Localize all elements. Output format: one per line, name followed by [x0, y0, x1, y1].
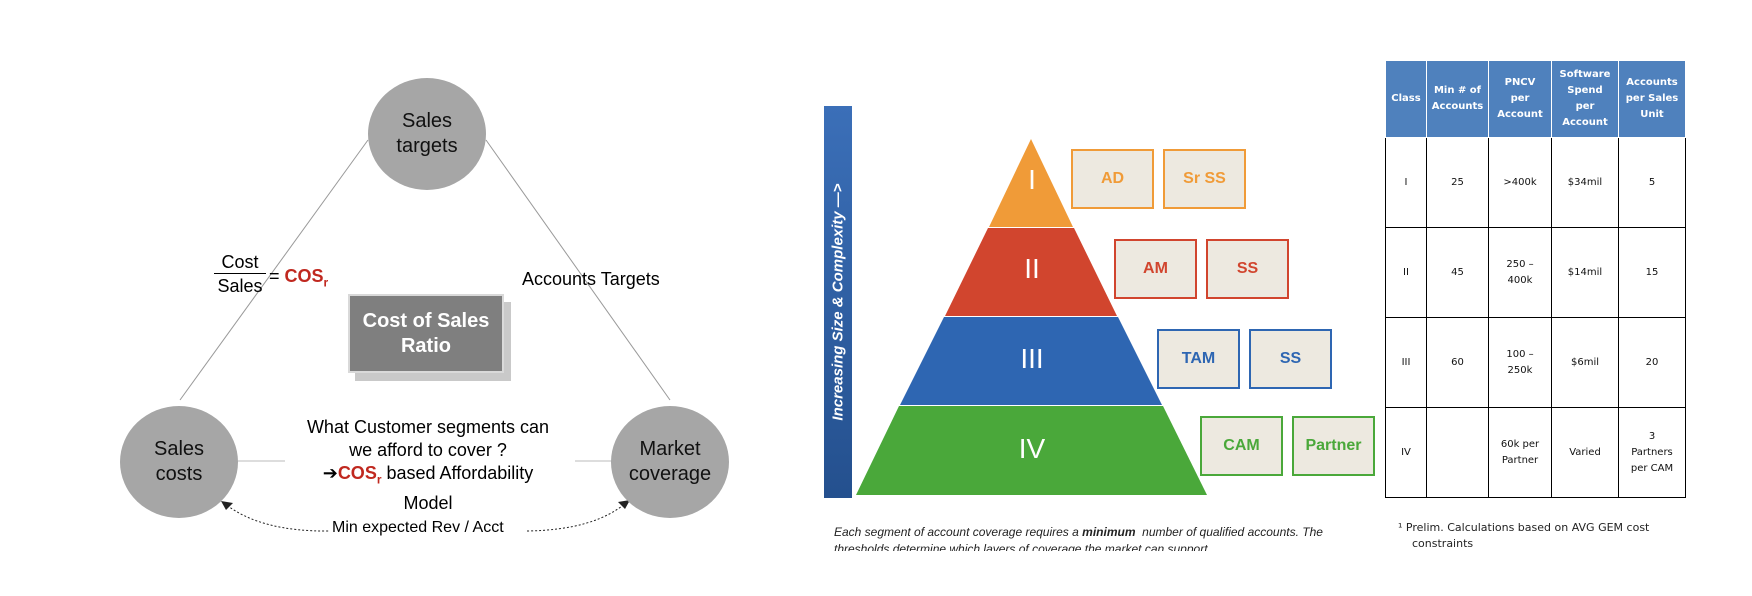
role-box-ss-ii: SS — [1206, 239, 1289, 299]
question-line-2: we afford to cover ? — [349, 440, 507, 460]
pyramid-layer-4 — [856, 406, 1207, 495]
fraction-numerator: Cost — [221, 252, 259, 272]
fraction-bar — [214, 273, 266, 274]
question-cos: COS — [337, 463, 377, 483]
cell-class: I — [1385, 137, 1427, 228]
cell-software-spend: $14mil — [1551, 227, 1619, 318]
table-row: III 60 100 – 250k $6mil 20 — [1385, 317, 1686, 408]
connector-top-left — [179, 139, 369, 401]
cell-min-accounts: 45 — [1426, 227, 1489, 318]
fraction-denominator: Sales — [217, 276, 263, 296]
role-box-partner: Partner — [1292, 416, 1375, 476]
table-row: II 45 250 – 400k $14mil 15 — [1385, 227, 1686, 318]
cell-pncv: >400k — [1488, 137, 1552, 228]
cell-min-accounts: 25 — [1426, 137, 1489, 228]
class-table: Class Min # of Accounts PNCV per Account… — [1385, 60, 1686, 498]
table-footnote: ¹ Prelim. Calculations based on AVG GEM … — [1398, 520, 1649, 552]
cell-pncv: 250 – 400k — [1488, 227, 1552, 318]
header-software-spend: Software Spend per Account — [1551, 60, 1619, 138]
cost-sales-fraction: Cost Sales — [214, 251, 266, 298]
cell-pncv: 100 – 250k — [1488, 317, 1552, 408]
cos-r-subscript: r — [323, 275, 329, 290]
node-sales-targets: Sales targets — [368, 78, 486, 190]
pyramid-footnote-line-1: Each segment of account coverage require… — [834, 524, 1374, 541]
arrow-right-icon: ➔ — [322, 463, 338, 483]
question-line-3: ➔COSr based Affordability — [278, 462, 578, 492]
cell-accounts-per-unit: 20 — [1618, 317, 1686, 408]
pyramid-layer-2 — [945, 228, 1117, 316]
role-box-sr-ss: Sr SS — [1163, 149, 1246, 209]
table-footnote-line-1: ¹ Prelim. Calculations based on AVG GEM … — [1398, 521, 1650, 534]
pyramid — [856, 139, 1207, 495]
fraction-result: = COSr — [269, 266, 328, 290]
cell-class: II — [1385, 227, 1427, 318]
question-line-3-rest: based Affordability — [381, 463, 534, 483]
cell-software-spend: $6mil — [1551, 317, 1619, 408]
pyramid-layer-1 — [989, 139, 1073, 227]
min-expected-rev-label: Min expected Rev / Acct — [330, 519, 506, 537]
footnote-post: number of qualified accounts. The — [1135, 525, 1323, 539]
layer-label-iv: IV — [1018, 433, 1046, 464]
cell-class: III — [1385, 317, 1427, 408]
footnote-bold: minimum — [1082, 525, 1136, 539]
table-header-row: Class Min # of Accounts PNCV per Account… — [1385, 60, 1686, 138]
affordability-question: What Customer segments can we afford to … — [278, 416, 578, 515]
role-box-am: AM — [1114, 239, 1197, 299]
cell-min-accounts — [1426, 407, 1489, 498]
role-box-ss-iii: SS — [1249, 329, 1332, 389]
role-box-cam: CAM — [1200, 416, 1283, 476]
node-market-coverage: Market coverage — [611, 406, 729, 518]
cell-accounts-per-unit: 15 — [1618, 227, 1686, 318]
size-complexity-bar: Increasing Size & Complexity —> — [824, 106, 852, 498]
header-min-accounts: Min # of Accounts — [1426, 60, 1489, 138]
question-line-1: What Customer segments can — [306, 417, 550, 437]
role-box-tam: TAM — [1157, 329, 1240, 389]
left-diagram-connectors — [179, 139, 671, 532]
equals-sign: = — [269, 266, 280, 286]
size-complexity-text: Increasing Size & Complexity —> — [829, 183, 847, 421]
cell-min-accounts: 60 — [1426, 317, 1489, 408]
cell-accounts-per-unit: 5 — [1618, 137, 1686, 228]
layer-label-ii: II — [1024, 253, 1040, 284]
header-accounts-per-unit: Accounts per Sales Unit — [1618, 60, 1686, 138]
dotted-arc-connector — [223, 501, 628, 532]
cos-r-label: COS — [284, 266, 324, 286]
footnote-pre: Each segment of account coverage require… — [834, 525, 1083, 539]
table-row: I 25 >400k $34mil 5 — [1385, 137, 1686, 228]
pyramid-footnote: Each segment of account coverage require… — [834, 524, 1374, 551]
question-cos-subscript: r — [376, 472, 382, 487]
cell-accounts-per-unit: 3 Partners per CAM — [1618, 407, 1686, 498]
node-sales-costs: Sales costs — [120, 406, 238, 518]
arrowhead-left — [221, 501, 233, 510]
pyramid-layer-3 — [900, 317, 1162, 405]
layer-label-iii: III — [1020, 343, 1044, 374]
connector-top-right — [485, 139, 671, 401]
table-row: IV 60k per Partner Varied 3 Partners per… — [1385, 407, 1686, 498]
cost-of-sales-ratio-box: Cost of Sales Ratio — [348, 294, 504, 373]
role-box-ad: AD — [1071, 149, 1154, 209]
question-line-4: Model — [403, 492, 453, 513]
cell-software-spend: $34mil — [1551, 137, 1619, 228]
cell-software-spend: Varied — [1551, 407, 1619, 498]
arrowhead-right — [618, 500, 630, 509]
cell-class: IV — [1385, 407, 1427, 498]
accounts-targets-label: Accounts Targets — [522, 269, 660, 289]
pyramid-footnote-line-2: thresholds determine which layers of cov… — [834, 542, 1208, 551]
layer-label-i: I — [1028, 164, 1036, 195]
table-footnote-line-2: constraints — [1412, 537, 1474, 550]
header-pncv: PNCV per Account — [1488, 60, 1552, 138]
cell-pncv: 60k per Partner — [1488, 407, 1552, 498]
header-class: Class — [1385, 60, 1427, 138]
